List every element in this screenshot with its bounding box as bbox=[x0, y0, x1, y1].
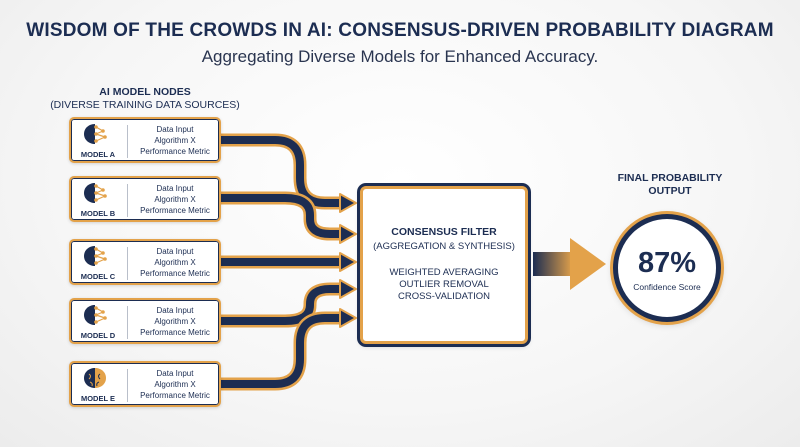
brain-network-icon bbox=[84, 124, 107, 144]
model-meta-line: Data Input bbox=[156, 184, 194, 193]
models-section-subtitle: (DIVERSE TRAINING DATA SOURCES) bbox=[50, 99, 240, 111]
model-meta: Data Input Algorithm X Performance Metri… bbox=[131, 305, 219, 338]
consensus-steps: WEIGHTED AVERAGING OUTLIER REMOVAL CROSS… bbox=[363, 267, 525, 303]
arrowhead-d bbox=[339, 279, 357, 299]
model-meta-line: Performance Metric bbox=[140, 328, 210, 337]
connector-model-e bbox=[221, 311, 342, 391]
divider bbox=[127, 125, 128, 158]
output-section-label: FINAL PROBABILITY OUTPUT bbox=[595, 172, 745, 198]
output-probability-circle: 87% Confidence Score bbox=[613, 214, 721, 322]
model-card-d: MODEL D Data Input Algorithm X Performan… bbox=[69, 298, 221, 344]
arrowhead-a bbox=[339, 193, 357, 213]
consensus-step: CROSS-VALIDATION bbox=[397, 291, 491, 302]
divider bbox=[127, 306, 128, 339]
model-meta-line: Data Input bbox=[156, 306, 194, 315]
page-subtitle: Aggregating Diverse Models for Enhanced … bbox=[201, 47, 599, 66]
arrowhead-c bbox=[339, 252, 357, 272]
model-meta-line: Data Input bbox=[156, 125, 194, 134]
model-name: MODEL D bbox=[80, 331, 116, 340]
brain-network-icon bbox=[84, 305, 107, 325]
brain-network-icon bbox=[84, 246, 107, 266]
arrowhead-b bbox=[339, 224, 357, 244]
model-meta: Data Input Algorithm X Performance Metri… bbox=[131, 124, 219, 157]
model-card-b: MODEL B Data Input Algorithm X Performan… bbox=[69, 176, 221, 222]
divider bbox=[127, 247, 128, 280]
consensus-title: CONSENSUS FILTER bbox=[391, 226, 497, 238]
model-meta: Data Input Algorithm X Performance Metri… bbox=[131, 368, 219, 401]
model-name: MODEL C bbox=[80, 272, 116, 281]
model-name: MODEL A bbox=[80, 150, 116, 159]
model-name: MODEL B bbox=[80, 209, 116, 218]
consensus-step: WEIGHTED AVERAGING bbox=[389, 267, 499, 278]
consensus-subtitle: (AGGREGATION & SYNTHESIS) bbox=[373, 241, 515, 252]
model-meta-line: Performance Metric bbox=[140, 206, 210, 215]
probability-value: 87% bbox=[637, 247, 697, 279]
output-arrow bbox=[533, 238, 606, 290]
brain-network-icon bbox=[84, 183, 107, 203]
model-name: MODEL E bbox=[80, 394, 116, 403]
divider bbox=[127, 369, 128, 402]
model-meta-line: Algorithm X bbox=[154, 136, 196, 145]
models-section-title: AI MODEL NODES bbox=[99, 86, 191, 98]
consensus-step: OUTLIER REMOVAL bbox=[399, 279, 489, 290]
model-meta-line: Algorithm X bbox=[154, 258, 196, 267]
model-meta-line: Data Input bbox=[156, 247, 194, 256]
page-title: WISDOM OF THE CROWDS IN AI: CONSENSUS-DR… bbox=[26, 20, 774, 41]
brain-icon bbox=[84, 368, 106, 388]
arrowhead-e bbox=[339, 308, 357, 328]
model-card-e: MODEL E Data Input Algorithm X Performan… bbox=[69, 361, 221, 407]
model-meta: Data Input Algorithm X Performance Metri… bbox=[131, 246, 219, 279]
model-meta-line: Performance Metric bbox=[140, 269, 210, 278]
model-meta-line: Algorithm X bbox=[154, 195, 196, 204]
output-title-line2: OUTPUT bbox=[648, 185, 692, 197]
models-section-label: AI MODEL NODES (DIVERSE TRAINING DATA SO… bbox=[40, 86, 250, 112]
model-card-a: MODEL A Data Input Algorithm X Performan… bbox=[69, 117, 221, 163]
output-title-line1: FINAL PROBABILITY bbox=[617, 172, 723, 184]
model-meta: Data Input Algorithm X Performance Metri… bbox=[131, 183, 219, 216]
model-meta-line: Performance Metric bbox=[140, 391, 210, 400]
model-meta-line: Algorithm X bbox=[154, 317, 196, 326]
confidence-label: Confidence Score bbox=[633, 282, 701, 292]
model-meta-line: Data Input bbox=[156, 369, 194, 378]
model-card-c: MODEL C Data Input Algorithm X Performan… bbox=[69, 239, 221, 285]
model-meta-line: Performance Metric bbox=[140, 147, 210, 156]
model-meta-line: Algorithm X bbox=[154, 380, 196, 389]
consensus-filter-box: CONSENSUS FILTER (AGGREGATION & SYNTHESI… bbox=[360, 186, 528, 344]
divider bbox=[127, 184, 128, 217]
